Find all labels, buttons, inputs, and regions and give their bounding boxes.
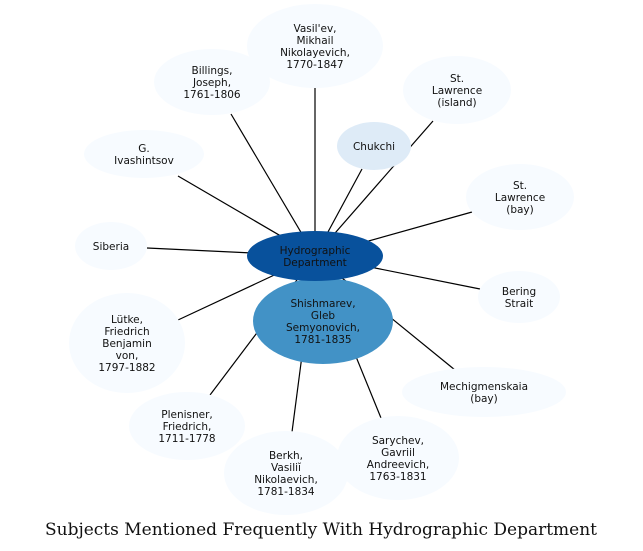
diagram-title: Subjects Mentioned Frequently With Hydro… (45, 520, 597, 540)
node-st-lawrence-bay-ellipse (466, 164, 574, 230)
node-siberia-ellipse (75, 222, 147, 270)
node-st-lawrence-bay[interactable]: St.Lawrence(bay) (466, 164, 574, 230)
node-st-lawrence-island-label: Lawrence (432, 85, 482, 97)
node-chukchi[interactable]: Chukchi (337, 122, 411, 170)
node-siberia-label: Siberia (93, 241, 129, 253)
node-shishmarev-label: 1781-1835 (294, 334, 351, 346)
node-hydrographic-department-label: Hydrographic (280, 245, 351, 257)
node-ivashintsov-label: G. (138, 143, 149, 155)
node-plenisner-label: Friedrich, (163, 421, 212, 433)
node-mechigmenskaia-label: (bay) (470, 393, 498, 405)
node-st-lawrence-island-label: (island) (437, 97, 476, 109)
node-ivashintsov-label: Ivashintsov (114, 155, 174, 167)
node-plenisner-label: 1711-1778 (158, 433, 215, 445)
node-ivashintsov[interactable]: G.Ivashintsov (84, 130, 204, 178)
node-billings-label: Joseph, (192, 77, 231, 89)
node-vasilev-label: 1770-1847 (286, 59, 343, 71)
node-shishmarev-label: Gleb (311, 310, 336, 322)
node-billings-ellipse (154, 49, 270, 115)
node-vasilev-ellipse (247, 4, 383, 88)
node-lutke-label: 1797-1882 (98, 362, 155, 374)
node-sarychev-label: Sarychev, (372, 435, 424, 447)
node-mechigmenskaia[interactable]: Mechigmenskaia(bay) (402, 367, 566, 417)
node-plenisner-ellipse (129, 392, 245, 460)
node-layer: Vasil'ev,MikhailNikolayevich,1770-1847Bi… (69, 4, 574, 515)
node-lutke-ellipse (69, 293, 185, 393)
node-shishmarev-label: Semyonovich, (286, 322, 360, 334)
node-sarychev-label: 1763-1831 (369, 471, 426, 483)
node-sarychev-label: Gavriil (381, 447, 415, 459)
node-sarychev-label: Andreevich, (367, 459, 429, 471)
node-vasilev-label: Nikolayevich, (280, 47, 350, 59)
node-bering-strait-label: Strait (505, 298, 534, 310)
node-vasilev-label: Mikhail (297, 35, 334, 47)
node-berkh-label: Vasiliĭ (271, 462, 302, 474)
node-bering-strait-ellipse (478, 271, 560, 323)
node-mechigmenskaia-ellipse (402, 367, 566, 417)
node-shishmarev-label: Shishmarev, (290, 298, 355, 310)
node-chukchi-ellipse (337, 122, 411, 170)
node-berkh-label: 1781-1834 (257, 486, 315, 498)
node-billings-label: 1761-1806 (183, 89, 241, 101)
node-st-lawrence-bay-label: Lawrence (495, 192, 545, 204)
node-st-lawrence-bay-label: (bay) (506, 204, 534, 216)
node-hydrographic-department-ellipse (247, 231, 383, 281)
node-st-lawrence-island-label: St. (450, 73, 464, 85)
node-berkh-label: Berkh, (269, 450, 303, 462)
node-berkh-label: Nikolaevich, (254, 474, 318, 486)
node-lutke-label: Lütke, (111, 314, 143, 326)
node-lutke-label: Benjamin (102, 338, 151, 350)
node-mechigmenskaia-label: Mechigmenskaia (440, 381, 528, 393)
node-plenisner[interactable]: Plenisner,Friedrich,1711-1778 (129, 392, 245, 460)
node-vasilev-label: Vasil'ev, (293, 23, 336, 35)
node-berkh-ellipse (224, 431, 348, 515)
node-billings[interactable]: Billings,Joseph,1761-1806 (154, 49, 270, 115)
node-siberia[interactable]: Siberia (75, 222, 147, 270)
node-billings-label: Billings, (191, 65, 232, 77)
node-lutke-label: von, (116, 350, 139, 362)
node-st-lawrence-island[interactable]: St.Lawrence(island) (403, 56, 511, 124)
node-hydrographic-department-label: Department (283, 257, 347, 269)
node-chukchi-label: Chukchi (353, 141, 395, 153)
node-sarychev-ellipse (337, 416, 459, 500)
node-bering-strait-label: Bering (502, 286, 536, 298)
node-ivashintsov-ellipse (84, 130, 204, 178)
node-lutke-label: Friedrich (104, 326, 149, 338)
node-plenisner-label: Plenisner, (161, 409, 213, 421)
node-st-lawrence-bay-label: St. (513, 180, 527, 192)
node-st-lawrence-island-ellipse (403, 56, 511, 124)
node-shishmarev-ellipse (253, 278, 393, 364)
